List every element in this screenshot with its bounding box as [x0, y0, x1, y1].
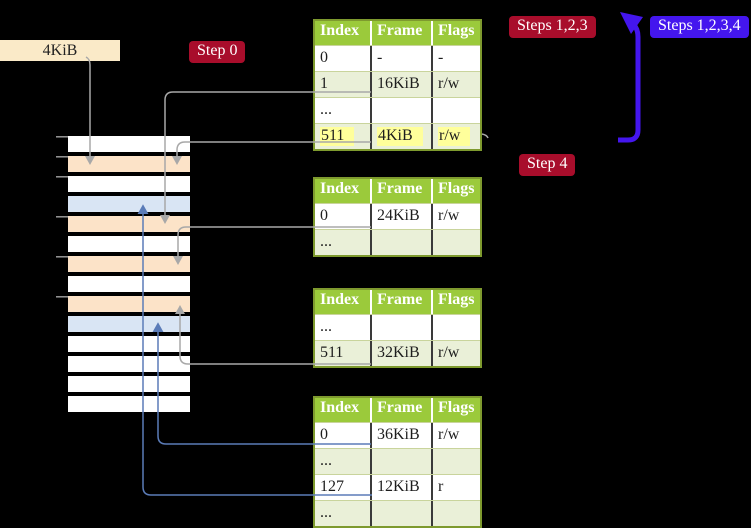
page-size-label: 4KiB — [0, 40, 120, 61]
step-0-badge: Step 0 — [189, 41, 246, 63]
header-cell-frame: Frame — [370, 398, 431, 422]
table-cell: 4KiB — [370, 124, 431, 149]
memory-frame-4kib — [68, 156, 190, 176]
header-cell-flags: Flags — [431, 398, 480, 422]
physical-memory-stack — [68, 136, 190, 416]
table-cell: 36KiB — [370, 423, 431, 448]
memory-frame-32kib — [68, 296, 190, 316]
memory-frame-0kib — [68, 136, 190, 156]
table-row: 511 4KiB r/w — [315, 123, 480, 149]
memory-frame-36kib — [68, 316, 190, 336]
memory-frame-12kib — [68, 196, 190, 216]
header-cell-frame: Frame — [370, 179, 431, 203]
table-cell — [431, 98, 480, 123]
header-cell-flags: Flags — [431, 21, 480, 45]
header-cell-frame: Frame — [370, 21, 431, 45]
table1-row511-right-nub — [481, 133, 489, 139]
table-cell: 24KiB — [370, 204, 431, 229]
header-cell-frame: Frame — [370, 290, 431, 314]
highlighted-cell-value: r/w — [438, 127, 471, 146]
memory-frame-24kib — [68, 256, 190, 276]
table-cell — [370, 449, 431, 474]
header-cell-flags: Flags — [431, 179, 480, 203]
table-cell: r/w — [431, 124, 480, 149]
table-row: ... — [315, 97, 480, 123]
memory-frame-16kib — [68, 216, 190, 236]
table-row: ... — [315, 229, 480, 255]
table-cell: 0 — [320, 207, 328, 224]
table-cell — [431, 501, 480, 526]
loop-arrowhead — [620, 12, 643, 34]
table-cell — [370, 315, 431, 340]
table-cell: ... — [320, 504, 332, 521]
highlighted-cell-value: 511 — [320, 127, 355, 146]
header-cell-flags: Flags — [431, 290, 480, 314]
table-cell — [431, 449, 480, 474]
header-cell-index: Index — [320, 399, 360, 416]
memory-frame-40kib — [68, 336, 190, 356]
table-cell — [370, 501, 431, 526]
table-cell: 16KiB — [370, 72, 431, 97]
table-cell: ... — [320, 452, 332, 469]
table-cell: r/w — [431, 204, 480, 229]
table-row: ... — [315, 314, 480, 340]
table-cell — [370, 98, 431, 123]
memory-frame-8kib — [68, 176, 190, 196]
steps-1-2-3-4-badge: Steps 1,2,3,4 — [650, 16, 749, 38]
steps-1-2-3-badge: Steps 1,2,3 — [509, 16, 596, 38]
table-cell: 1 — [320, 75, 328, 92]
highlighted-cell-value: 4KiB — [377, 127, 423, 146]
memory-frame-20kib — [68, 236, 190, 256]
table-cell — [431, 230, 480, 255]
table-cell: 0 — [320, 426, 328, 443]
step-4-badge: Step 4 — [519, 154, 576, 176]
table-row: ... — [315, 500, 480, 526]
table-cell: - — [431, 46, 480, 71]
memory-frame-44kib — [68, 356, 190, 376]
table-cell: r/w — [431, 72, 480, 97]
memory-frame-28kib — [68, 276, 190, 296]
table-cell: 12KiB — [370, 475, 431, 500]
table-cell — [370, 230, 431, 255]
table-cell: ... — [320, 233, 332, 250]
table-cell: ... — [320, 101, 332, 118]
table-cell: 0 — [320, 49, 328, 66]
table-cell: ... — [320, 318, 332, 335]
table-cell: r — [431, 475, 480, 500]
memory-frame-52kib — [68, 396, 190, 416]
table-cell: r/w — [431, 423, 480, 448]
memory-frame-48kib — [68, 376, 190, 396]
loop-arrow-step4-to-steps123 — [618, 12, 643, 143]
memory-tick-marks — [56, 136, 68, 298]
table-cell: r/w — [431, 341, 480, 366]
table-row: 0 -- — [315, 45, 480, 71]
header-cell-index: Index — [320, 291, 360, 308]
table-cell: 32KiB — [370, 341, 431, 366]
table-cell: 511 — [320, 344, 344, 361]
table-cell: 511 — [315, 124, 370, 149]
table-cell — [431, 315, 480, 340]
table-row: ... — [315, 448, 480, 474]
header-cell-index: Index — [320, 180, 360, 197]
header-cell-index: Index — [320, 22, 360, 39]
table-cell: 127 — [320, 478, 344, 495]
table-cell: - — [370, 46, 431, 71]
